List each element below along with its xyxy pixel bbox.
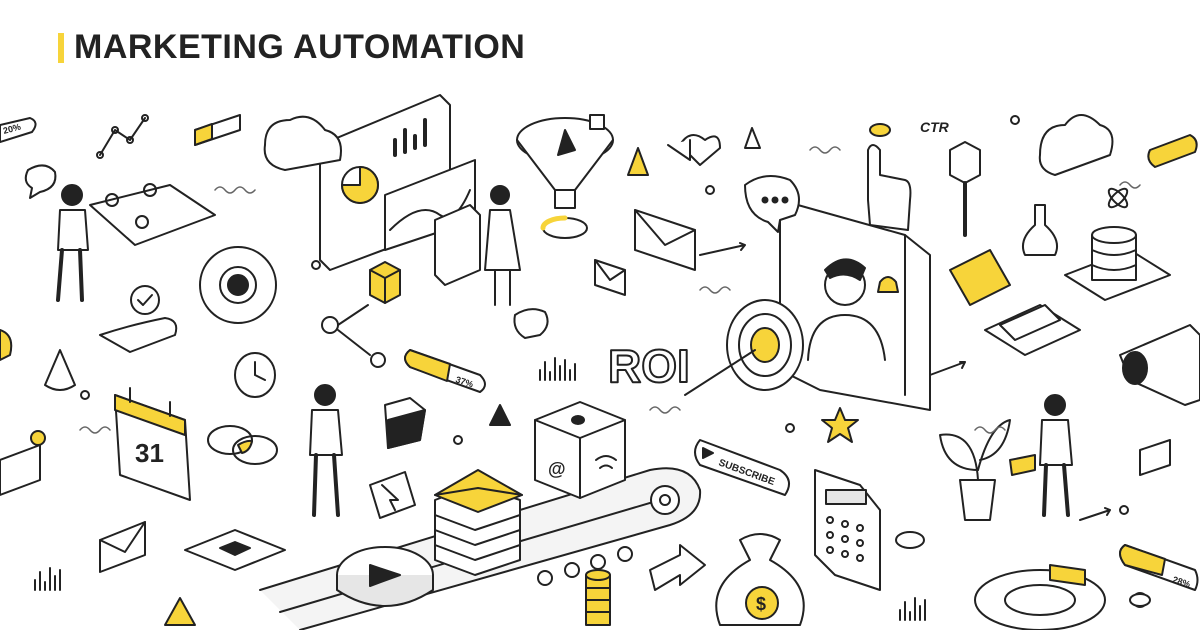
chip-icon [184,529,286,571]
arrow-icon [649,544,706,591]
hand-check-icon [99,285,178,353]
email-stack-icon [434,469,523,576]
line-graph-icon [96,114,149,159]
progress-20-label: 20% [2,122,22,136]
cloud-icon-right [1038,114,1114,176]
database-icon [1064,226,1171,301]
roi-label: ROI [608,340,690,392]
progress-pill-37 [404,349,486,393]
man-watering-plant [1009,394,1073,517]
cursor-icon [369,471,416,519]
robot-arm-icon [949,141,1011,306]
flow-arrows [699,242,1111,521]
clock-icon [234,352,276,398]
plant-icon [939,419,1011,521]
target-icon [684,299,804,396]
envelope-icon-1 [634,209,696,271]
flask-icon [1022,204,1058,256]
megaphone-icon [1119,324,1200,406]
calendar-icon [114,387,191,501]
envelope-icon-3 [99,521,146,573]
monitor-with-person [779,199,931,411]
pie-chart-icon [974,564,1106,630]
cloud-icon [263,115,342,171]
email-cube-icon [534,401,626,499]
squiggle-decorations [79,146,1141,434]
heart-icon [667,134,721,166]
man-with-board [56,183,216,302]
at-sign-label: @ [548,459,566,479]
calendar-day-label: 31 [135,438,164,468]
gear-icon [199,246,277,324]
chat-bubble-icon [744,175,800,233]
venn-diagram-icon [207,425,278,465]
atom-icon [1107,187,1129,209]
funnel-icon [516,114,614,239]
pyramid-small-icon [744,127,761,149]
edge-shape-icon [0,329,13,361]
cone-yellow-icon [627,147,649,176]
progress-pill-28 [1119,544,1199,591]
envelope-icon-5 [1139,439,1171,476]
money-bag-icon [715,533,805,626]
man-with-tablet [309,384,343,517]
dollar-sign-label: $ [756,594,766,614]
star-icon [821,407,859,443]
progress-pill-20 [0,117,37,143]
ring-small-icon [1129,593,1151,607]
progress-pill-top-right [1147,134,1198,168]
ring-icon [895,531,925,549]
video-tag-icon [194,114,241,146]
page-title: MARKETING AUTOMATION [74,28,526,66]
chat-bubble-small-icon [513,308,549,339]
cone-icon [44,349,76,391]
coin-stack-icon [585,569,611,626]
subscribe-button-graphic [694,439,790,496]
envelope-icon-2 [594,259,626,296]
hand-click-icon [867,123,912,231]
bar-ticks-decoration [34,357,926,621]
pyramid-icon [489,404,511,426]
hexagon-icon [369,261,401,304]
calculator-icon [814,469,881,591]
inbox-tray-icon [984,304,1081,356]
title-accent-bar [58,32,64,63]
flow-connector [321,304,386,368]
ctr-label: CTR [920,119,950,135]
chat-bubble-left-icon [24,164,57,199]
header: MARKETING AUTOMATION [58,28,525,67]
pyramid-yellow-icon [164,597,196,626]
envelope-icon-4 [0,430,46,496]
play-icon [336,546,434,607]
folder-icon [384,397,426,449]
woman-figure [434,185,521,306]
